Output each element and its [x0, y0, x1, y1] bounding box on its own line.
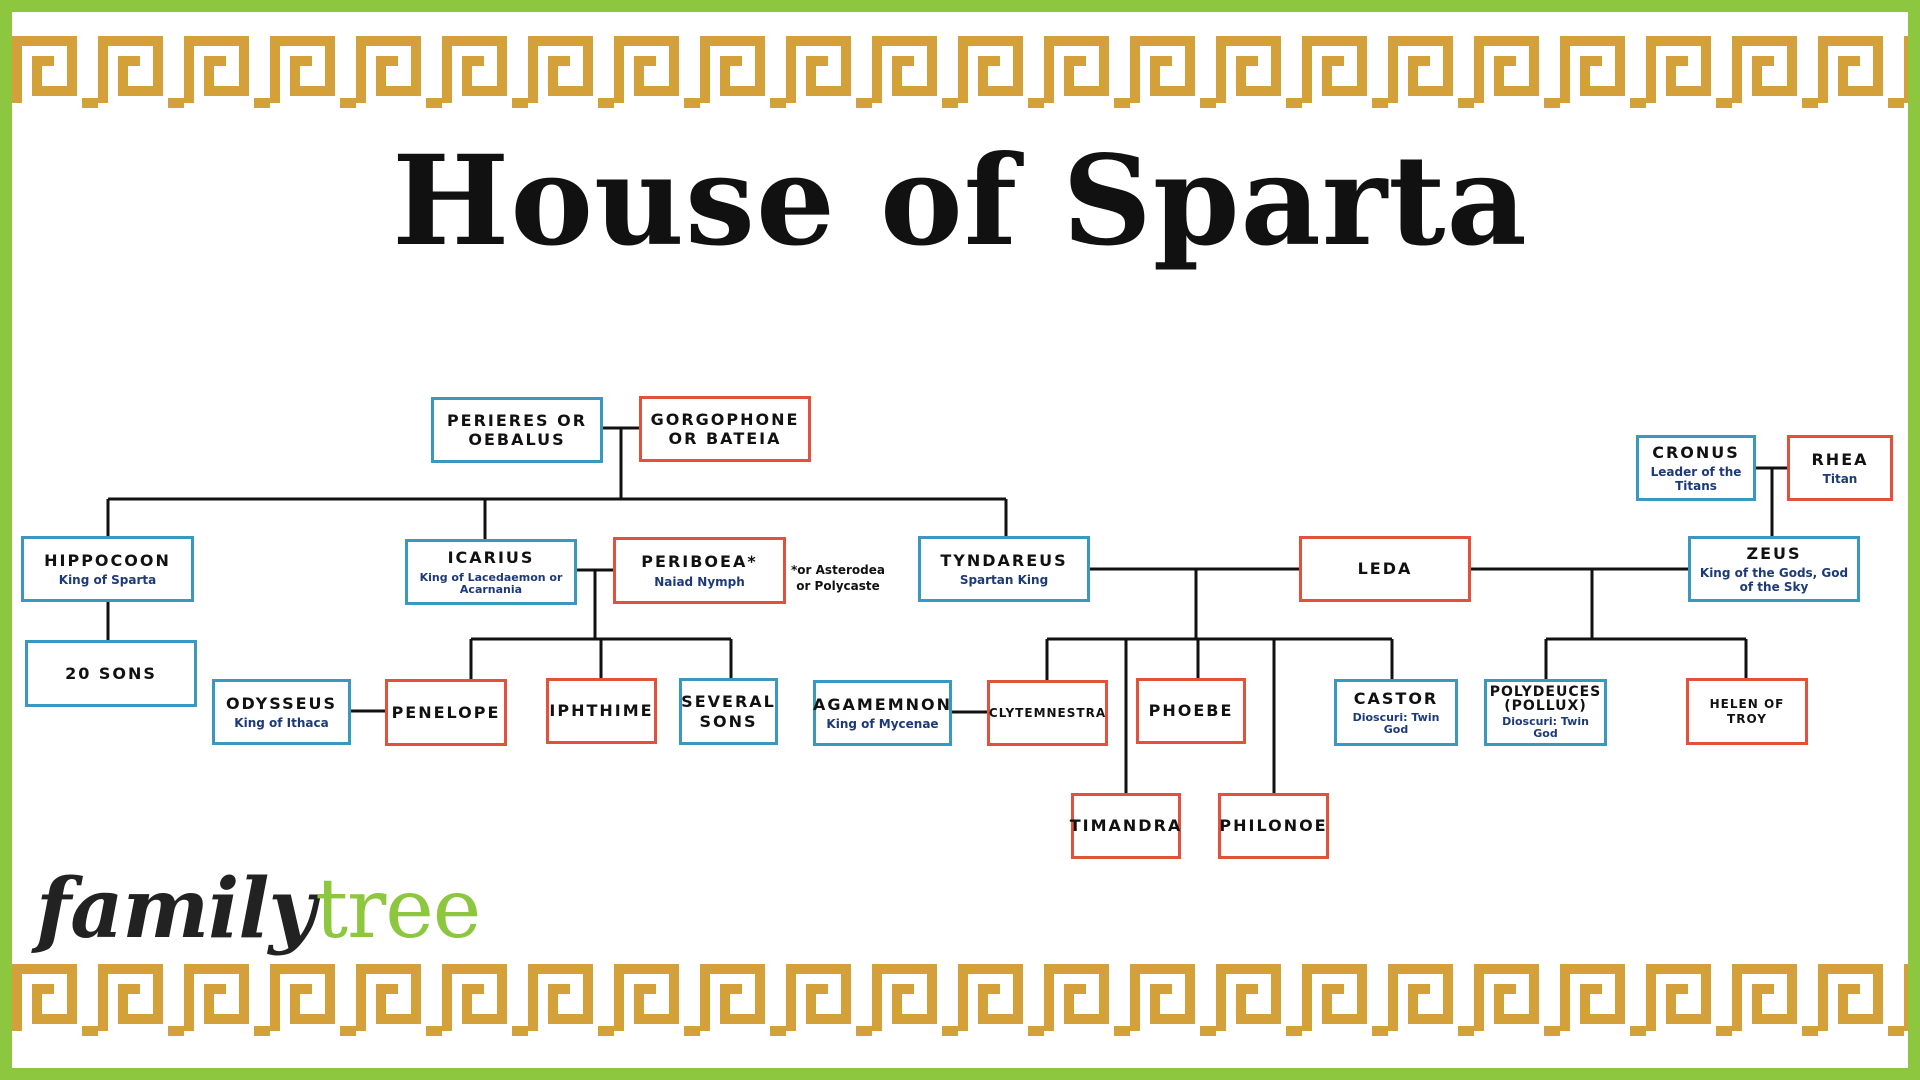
node-subtitle: King of Lacedaemon or Acarnania: [419, 570, 563, 596]
node-name: TYNDAREUS: [940, 550, 1068, 570]
node-name: CRONUS: [1652, 443, 1740, 463]
node-zeus: ZEUS King of the Gods, God of the Sky: [1688, 536, 1860, 602]
meander-pattern-top: [12, 36, 1908, 108]
node-phoebe: PHOEBE: [1136, 678, 1246, 744]
node-subtitle: Titan: [1822, 472, 1858, 486]
logo-text-tree: tree: [315, 862, 481, 957]
node-subtitle: King of Mycenae: [826, 717, 939, 731]
node-iphthime: IPHTHIME: [546, 678, 657, 744]
node-subtitle: Spartan King: [959, 573, 1049, 587]
node-name: TIMANDRA: [1069, 816, 1183, 836]
node-gorgophone: GORGOPHONE OR BATEIA: [639, 396, 811, 462]
logo-text-family: family: [36, 861, 316, 957]
node-name: IPHTHIME: [549, 701, 654, 721]
node-subtitle: Dioscuri: Twin God: [1352, 711, 1440, 737]
node-name: PERIERES OR OEBALUS: [446, 410, 588, 449]
node-name: LEDA: [1357, 559, 1413, 579]
node-penelope: PENELOPE: [385, 679, 507, 746]
node-perieres: PERIERES OR OEBALUS: [431, 397, 603, 463]
node-subtitle: King of the Gods, God of the Sky: [1699, 566, 1849, 594]
node-subtitle: King of Ithaca: [234, 716, 329, 730]
node-name: PHILONOE: [1219, 816, 1328, 836]
node-twenty-sons: 20 SONS: [25, 640, 197, 707]
node-subtitle: Naiad Nymph: [654, 574, 745, 589]
node-name: CLYTEMNESTRA: [988, 705, 1107, 720]
node-subtitle: Leader of the Titans: [1650, 465, 1742, 493]
node-subtitle: Dioscuri: Twin God: [1502, 715, 1589, 741]
node-hippocoon: HIPPOCOON King of Sparta: [21, 536, 194, 602]
node-name: SEVERAL SONS: [681, 692, 776, 731]
node-name: ODYSSEUS: [225, 693, 338, 713]
node-philonoe: PHILONOE: [1218, 793, 1329, 859]
greek-key-border-bottom: [12, 964, 1908, 1036]
node-name: 20 SONS: [65, 663, 157, 683]
node-subtitle: King of Sparta: [58, 573, 157, 587]
meander-pattern-bottom: [12, 964, 1908, 1036]
node-periboea: PERIBOEA* Naiad Nymph: [613, 537, 786, 604]
node-timandra: TIMANDRA: [1069, 793, 1183, 859]
node-name: HELEN OF TROY: [1709, 697, 1785, 726]
node-rhea: RHEA Titan: [1787, 435, 1893, 501]
node-clytemnestra: CLYTEMNESTRA: [987, 680, 1108, 746]
node-several-sons: SEVERAL SONS: [679, 678, 778, 745]
familytree-logo: familytree: [36, 868, 481, 951]
node-agamemnon: AGAMEMNON King of Mycenae: [813, 680, 952, 746]
node-odysseus: ODYSSEUS King of Ithaca: [212, 679, 351, 745]
node-name: RHEA: [1811, 449, 1869, 469]
node-helen-of-troy: HELEN OF TROY: [1686, 678, 1808, 745]
node-cronus: CRONUS Leader of the Titans: [1636, 435, 1756, 501]
node-name: PENELOPE: [391, 702, 501, 722]
node-name: AGAMEMNON: [812, 694, 953, 714]
greek-key-border-top: [12, 36, 1908, 108]
node-name: POLYDEUCES (POLLUX): [1489, 683, 1602, 715]
node-icarius: ICARIUS King of Lacedaemon or Acarnania: [405, 539, 577, 605]
node-leda: LEDA: [1299, 536, 1471, 602]
node-name: CASTOR: [1353, 688, 1439, 708]
page-title: House of Sparta: [392, 129, 1528, 274]
node-name: PHOEBE: [1148, 701, 1234, 721]
node-castor: CASTOR Dioscuri: Twin God: [1334, 679, 1458, 746]
node-polydeuces: POLYDEUCES (POLLUX) Dioscuri: Twin God: [1484, 679, 1607, 746]
node-name: GORGOPHONE OR BATEIA: [650, 409, 800, 448]
node-tyndareus: TYNDAREUS Spartan King: [918, 536, 1090, 602]
node-name: ZEUS: [1746, 544, 1802, 564]
node-name: HIPPOCOON: [44, 550, 171, 570]
periboea-footnote: *or Asterodea or Polycaste: [791, 563, 885, 594]
node-name: ICARIUS: [447, 548, 535, 568]
node-name: PERIBOEA*: [641, 552, 758, 572]
